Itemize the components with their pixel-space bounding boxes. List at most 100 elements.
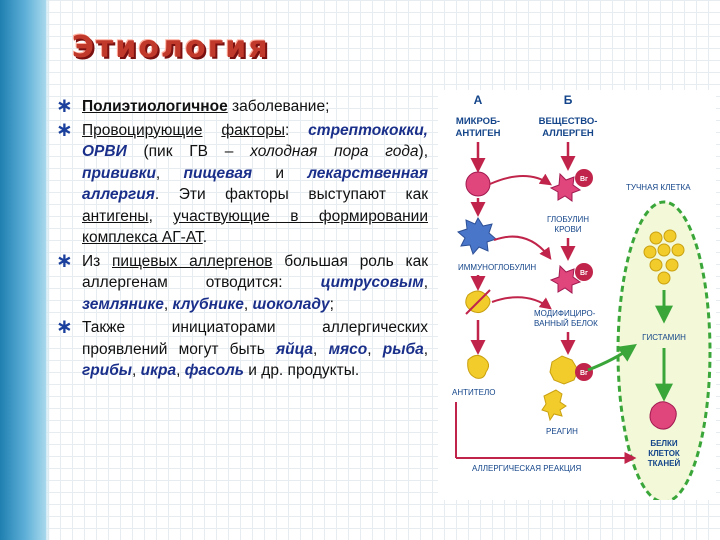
granules-group (643, 229, 685, 285)
text-run: , (176, 362, 185, 379)
column-b-label: Б (564, 93, 573, 107)
granule-icon (649, 231, 663, 245)
allergy-mechanism-figure: А Б МИКРОБ- АНТИГЕН ВЕЩЕСТВО- АЛЛЕРГЕН И… (438, 90, 716, 500)
text-strawberry: клубнике (172, 295, 244, 313)
modified-protein-label-2: ВАННЫЙ БЕЛОК (534, 319, 598, 328)
text-run: , (163, 295, 173, 313)
left-decorative-band (0, 0, 50, 540)
text-run: , (132, 362, 141, 379)
text-run: . (202, 229, 208, 246)
tissue-proteins-label-1: БЕЛКИ (650, 439, 678, 448)
antibody-final-icon (467, 354, 490, 379)
bullet-item-1: ∗ Полиэтиологичное заболевание; (56, 93, 428, 118)
bullet-star-icon: ∗ (56, 247, 73, 272)
text-run: ; (329, 295, 334, 313)
bg-badge-3-icon (575, 363, 593, 381)
modified-protein-label-1: МОДИФИЦИРО- (534, 309, 596, 318)
text-vaccinations: прививки (82, 164, 156, 182)
text-cold-season: холодная пора года (250, 143, 419, 160)
tissue-proteins-label-3: ТКАНЕЙ (648, 459, 681, 468)
bg-badge-2-label: Вг (580, 270, 588, 277)
allergic-reaction-label: АЛЛЕРГИЧЕСКАЯ РЕАКЦИЯ (472, 464, 582, 473)
bullet-list: ∗ Полиэтиологичное заболевание; ∗ Провоц… (56, 93, 428, 384)
text-run (202, 122, 221, 139)
slide-title: Этиология (72, 30, 270, 65)
substance-allergen-label-1: ВЕЩЕСТВО- (539, 116, 598, 127)
granule-icon (665, 258, 679, 272)
text-run: и (252, 164, 308, 182)
bullet-item-3: ∗ Из пищевых аллергенов большая роль как… (56, 247, 428, 316)
text-antigens: антигены, (82, 207, 153, 225)
green-arrow-2-icon (587, 343, 637, 372)
curve-arrow-2-icon (493, 235, 552, 260)
column-a-label: А (474, 93, 483, 107)
text-run: , (313, 340, 329, 358)
granule-icon (657, 271, 671, 285)
text-caviar: икра (140, 362, 177, 379)
bullet-star-icon: ∗ (56, 314, 73, 338)
text-run: , (243, 295, 253, 313)
mast-cell-label: ТУЧНАЯ КЛЕТКА (626, 183, 691, 192)
substance-allergen-label-2: АЛЛЕРГЕН (542, 128, 594, 139)
curve-arrow-1-icon (489, 173, 552, 186)
allergy-diagram: А Б МИКРОБ- АНТИГЕН ВЕЩЕСТВО- АЛЛЕРГЕН И… (452, 93, 712, 500)
bullet-text-3: Из пищевых аллергенов большая роль как а… (82, 251, 428, 316)
immunoglobulin-star-icon (457, 216, 497, 255)
bullet-item-4: ∗ Также инициаторами аллергических прояв… (56, 314, 428, 382)
text-run: (пик ГВ – (126, 143, 251, 160)
text-run: , (423, 340, 429, 358)
text-run: Из (82, 252, 113, 270)
curve-arrow-3-icon (491, 296, 552, 310)
text-fish: рыба (382, 340, 424, 358)
antibody-label: АНТИТЕЛО (452, 388, 495, 397)
text-polyetiologic: Полиэтиологичное (82, 98, 228, 115)
granule-icon (643, 245, 657, 259)
text-run: , (155, 164, 184, 182)
text-food-allergens: пищевых аллергенов (112, 252, 273, 270)
text-run: и др. продукты. (244, 362, 360, 379)
text-meat: мясо (328, 340, 368, 358)
text-streptococci: стрептококки, ОРВИ (82, 121, 428, 161)
granule-icon (657, 243, 671, 257)
allergen-star-icon (549, 172, 582, 202)
reagin-complex-icon (549, 355, 579, 385)
text-food: пищевая (183, 164, 253, 182)
bg-badge-2-icon (575, 263, 593, 281)
text-run: большая роль как аллергенам отводится: (82, 252, 428, 292)
text-run: : (284, 121, 309, 139)
antigen-circle-icon (465, 171, 491, 197)
bg-badge-3-label: Вг (580, 370, 588, 377)
text-run: заболевание; (227, 98, 330, 115)
bullet-text-1: Полиэтиологичное заболевание; (82, 96, 428, 118)
bg-badge-1-label: Вг (580, 176, 588, 183)
bullet-star-icon: ∗ (56, 116, 73, 141)
reagin-small-icon (541, 389, 567, 422)
text-run: Также инициаторами аллергических проявле… (82, 319, 428, 358)
bullet-star-icon: ∗ (56, 93, 73, 117)
text-mushrooms: грибы (82, 362, 133, 379)
text-run (153, 208, 173, 225)
microbe-antigen-label-2: АНТИГЕН (456, 128, 501, 139)
text-citrus: цитрусовым (320, 274, 424, 291)
globulin-label-1: ГЛОБУЛИН (547, 215, 589, 224)
microbe-antigen-label-1: МИКРОБ- (456, 116, 500, 127)
bullet-item-2: ∗ Провоцирующие факторы: стрептококки, О… (56, 116, 428, 249)
bg-badge-1-icon (575, 169, 593, 187)
text-factors: факторы (221, 121, 285, 139)
text-provoking: Провоцирующие (82, 121, 203, 139)
modified-protein-star-icon (549, 264, 582, 294)
globulin-label-2: КРОВИ (554, 225, 581, 234)
text-eggs: яйца (276, 340, 314, 358)
text-run: , (367, 340, 383, 358)
text-ag-at-complex: участвующие в формировании комплекса АГ-… (82, 207, 428, 247)
text-wild-strawberry: землянике (82, 295, 164, 313)
histamine-label: ГИСТАМИН (642, 333, 686, 342)
granule-icon (671, 243, 685, 257)
cross-line-icon (465, 289, 491, 315)
text-chocolate: шоколаду (252, 295, 330, 313)
reagin-label: РЕАГИН (546, 427, 578, 436)
tissue-protein-icon (649, 401, 677, 430)
immunoglobulin-label: ИММУНОГЛОБУЛИН (458, 263, 536, 272)
bullet-text-4: Также инициаторами аллергических проявле… (82, 317, 428, 382)
granule-icon (663, 229, 677, 243)
